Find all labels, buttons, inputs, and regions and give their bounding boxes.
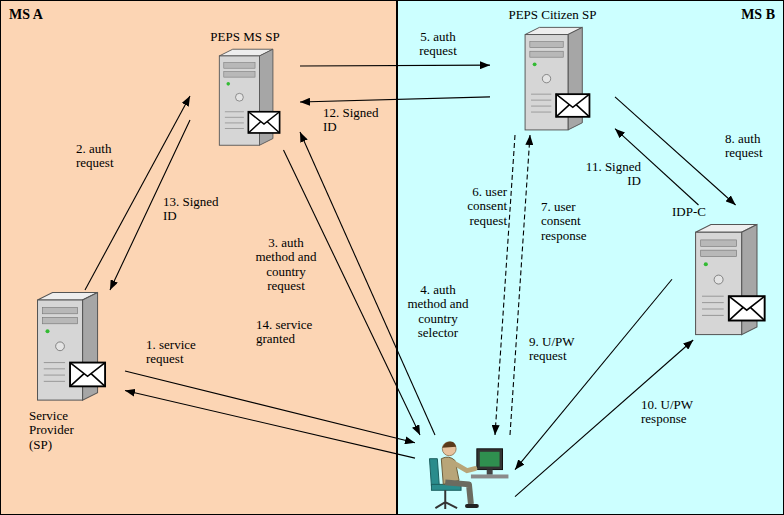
server-node: PEPS MS SP bbox=[190, 30, 300, 150]
server-icon bbox=[672, 222, 778, 340]
server-label: Service Provider (SP) bbox=[29, 409, 91, 452]
member-state-region: PEPS MS SP Service Provider (SP) MS A bbox=[0, 0, 397, 515]
server-label: IDP-C bbox=[672, 205, 706, 219]
step-label: 9. U/PW request bbox=[528, 335, 592, 364]
step-label: 7. user consent response bbox=[540, 200, 604, 243]
step-label: 4. auth method and country selector bbox=[404, 283, 472, 340]
step-label: 14. service granted bbox=[255, 318, 329, 347]
server-label: PEPS MS SP bbox=[210, 30, 279, 44]
message-arrow bbox=[300, 97, 490, 102]
server-icon bbox=[490, 25, 615, 135]
message-arrow bbox=[85, 96, 190, 290]
message-arrow bbox=[510, 135, 530, 435]
message-arrow bbox=[125, 390, 415, 458]
message-arrow bbox=[615, 97, 736, 205]
message-arrow bbox=[515, 279, 672, 469]
user-icon bbox=[415, 435, 515, 512]
step-label: 10. U/PW response bbox=[640, 398, 708, 427]
region-label: MS B bbox=[406, 7, 775, 22]
server-label: PEPS Citizen SP bbox=[508, 8, 596, 22]
user-figure bbox=[415, 435, 515, 512]
region-label: MS A bbox=[9, 7, 388, 22]
step-label: 6. user consent request bbox=[446, 185, 508, 228]
step-label: 2. auth request bbox=[75, 142, 129, 171]
step-label: 12. Signed ID bbox=[322, 106, 390, 135]
step-label: 13. Signed ID bbox=[162, 195, 226, 224]
server-node: IDP-C bbox=[672, 205, 778, 340]
server-node: Service Provider (SP) bbox=[25, 290, 125, 452]
step-label: 3. auth method and country request bbox=[252, 236, 320, 293]
step-label: 1. service request bbox=[145, 338, 217, 367]
server-icon bbox=[190, 47, 300, 150]
message-arrow bbox=[300, 65, 490, 67]
server-icon bbox=[25, 290, 125, 405]
step-label: 5. auth request bbox=[408, 30, 468, 59]
message-arrow bbox=[495, 135, 515, 435]
step-label: 8. auth request bbox=[724, 132, 778, 161]
step-label: 11. Signed ID bbox=[578, 160, 642, 189]
message-arrow bbox=[125, 371, 415, 443]
server-node: PEPS Citizen SP bbox=[490, 8, 615, 135]
member-state-region: PEPS Citizen SP IDP-C MS B bbox=[397, 0, 784, 515]
